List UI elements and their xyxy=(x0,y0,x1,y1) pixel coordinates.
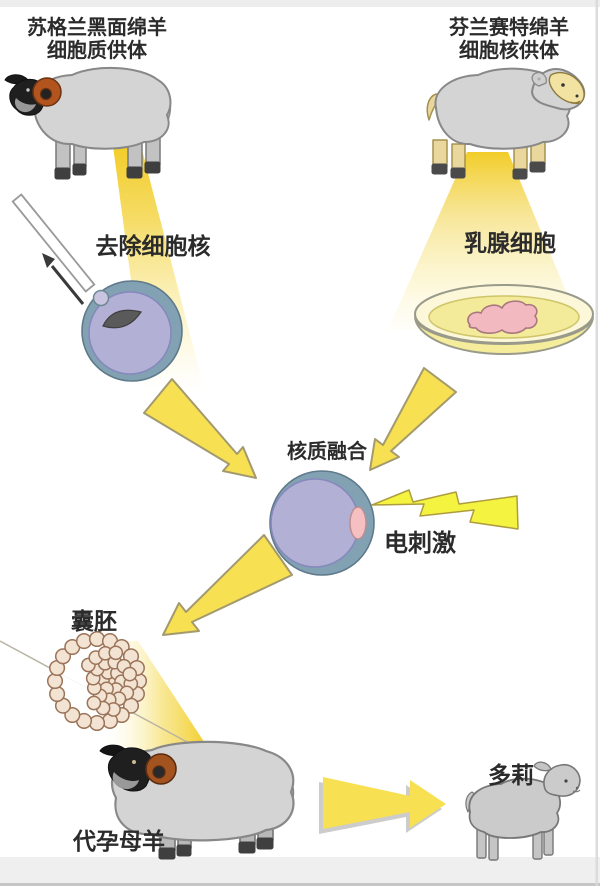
removal-direction-arrow xyxy=(42,253,85,305)
petri-dish-illustration xyxy=(414,284,594,355)
fused-cell-illustration xyxy=(269,470,375,576)
right-edge-line xyxy=(595,0,598,886)
blastocyst-illustration xyxy=(46,630,148,732)
surrogate-sheep-illustration xyxy=(99,740,295,860)
mammary-tissue-blob xyxy=(467,300,538,334)
label-cytoplasm-donor-line1: 苏格兰黑面绵羊 xyxy=(27,15,167,39)
label-cytoplasm-donor-line2: 细胞质供体 xyxy=(47,38,147,62)
flow-arrow-cells-to-fusion xyxy=(369,367,457,471)
scottish-blackface-sheep-illustration xyxy=(4,66,172,180)
label-blastocyst: 囊胚 xyxy=(71,609,117,635)
label-mammary-cells: 乳腺细胞 xyxy=(464,231,556,257)
cream-face-patch xyxy=(548,71,585,105)
flow-arrow-fusion-to-blastocyst xyxy=(162,534,293,636)
polar-body xyxy=(92,289,110,307)
label-electric-stimulation: 电刺激 xyxy=(384,529,456,557)
label-fusion: 核质融合 xyxy=(287,439,367,463)
egg-cell-illustration xyxy=(81,280,183,382)
lightning-bolt-icon xyxy=(371,489,519,530)
label-nucleus-donor-line1: 芬兰赛特绵羊 xyxy=(449,15,569,39)
bottom-strip xyxy=(0,857,600,886)
finn-dorset-sheep-illustration xyxy=(426,67,586,180)
label-remove-nucleus: 去除细胞核 xyxy=(95,234,211,260)
flow-arrow-egg-to-fusion xyxy=(143,378,257,479)
light-beam-right-sheep-to-dish xyxy=(388,152,582,330)
blastocyst-beads xyxy=(46,630,148,732)
label-surrogate-ewe: 代孕母羊 xyxy=(73,829,165,855)
label-nucleus-donor-line2: 细胞核供体 xyxy=(459,38,559,62)
dolly-lamb-illustration xyxy=(465,761,581,861)
label-dolly: 多莉 xyxy=(488,763,534,789)
flow-arrow-to-dolly xyxy=(319,777,446,834)
label-cytoplasm-donor: 苏格兰黑面绵羊 细胞质供体 xyxy=(27,16,167,62)
enucleation-pipette xyxy=(11,193,96,293)
donor-cell-pink xyxy=(349,506,367,540)
label-nucleus-donor: 芬兰赛特绵羊 细胞核供体 xyxy=(449,16,569,62)
cell-nucleus xyxy=(102,309,142,329)
bottom-edge-line xyxy=(0,883,600,886)
top-strip xyxy=(0,0,600,7)
